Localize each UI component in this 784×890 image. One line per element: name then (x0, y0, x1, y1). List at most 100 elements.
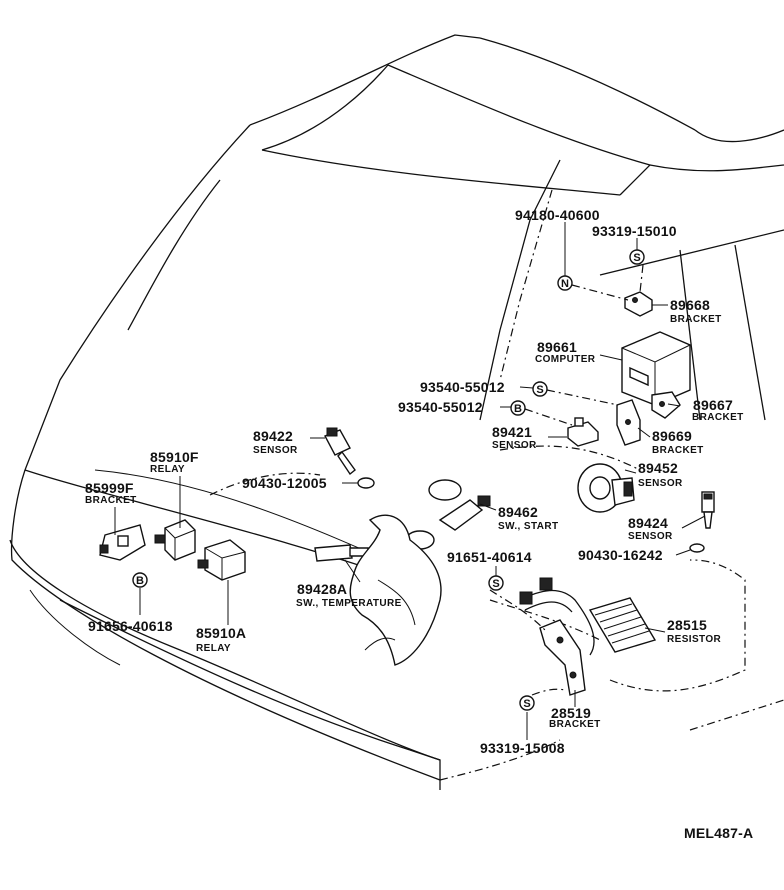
sensor-89422-shape (324, 427, 356, 476)
relay-85910A-shape (197, 539, 246, 581)
svg-text:85910A: 85910A (196, 625, 246, 641)
relay-85910F-shape (154, 519, 196, 561)
start-switch-89462-shape (405, 479, 491, 550)
washer-90430-16242-shape (689, 543, 705, 553)
svg-text:S: S (523, 698, 530, 710)
svg-text:S: S (492, 578, 499, 590)
svg-text:28515: 28515 (667, 617, 707, 633)
svg-text:S: S (536, 384, 543, 396)
svg-text:BRACKET: BRACKET (670, 314, 722, 325)
screw-symbol-93319-15010: S (629, 249, 645, 265)
svg-text:93319-15010: 93319-15010 (592, 223, 677, 239)
part-label-89422: 89422 SENSOR (253, 428, 298, 456)
svg-text:91656-40618: 91656-40618 (88, 618, 173, 634)
part-label-93540-55012-a: 93540-55012 (420, 379, 505, 395)
svg-text:89667: 89667 (693, 397, 733, 413)
part-label-91656-40618: 91656-40618 (88, 618, 173, 634)
svg-text:S: S (633, 252, 640, 264)
svg-text:BRACKET: BRACKET (549, 719, 601, 730)
svg-text:SENSOR: SENSOR (638, 478, 683, 489)
sensor-89424-shape (701, 491, 715, 529)
svg-text:85999F: 85999F (85, 480, 134, 496)
part-label-28515: 28515 RESISTOR (667, 617, 722, 645)
svg-text:28519: 28519 (551, 705, 591, 721)
bracket-89669-shape (616, 399, 641, 446)
svg-text:SENSOR: SENSOR (628, 531, 673, 542)
svg-text:94180-40600: 94180-40600 (515, 207, 600, 223)
svg-text:RESISTOR: RESISTOR (667, 634, 722, 645)
part-label-89452: 89452 SENSOR (638, 460, 683, 489)
svg-text:B: B (514, 403, 522, 415)
part-label-89424: 89424 SENSOR (628, 515, 673, 542)
bracket-85999F-shape (99, 524, 146, 561)
svg-text:SW., START: SW., START (498, 521, 558, 532)
svg-text:90430-12005: 90430-12005 (242, 475, 327, 491)
svg-text:SENSOR: SENSOR (492, 440, 537, 451)
bolt-symbol-93540-b: B (510, 400, 526, 416)
screw-symbol-91651: S (488, 575, 504, 591)
svg-text:91651-40614: 91651-40614 (447, 549, 532, 565)
svg-text:89424: 89424 (628, 515, 668, 531)
part-label-94180-40600: 94180-40600 (515, 207, 600, 223)
sensor-89452-shape (577, 463, 635, 513)
cooling-fan-shape (349, 514, 442, 666)
nut-symbol-94180: N (557, 275, 573, 291)
svg-text:N: N (561, 278, 569, 290)
bracket-28519-shape (539, 619, 586, 696)
svg-text:MEL487-A: MEL487-A (684, 825, 753, 841)
svg-text:89428A: 89428A (297, 581, 347, 597)
part-label-89669: 89669 BRACKET (652, 428, 704, 456)
svg-text:89452: 89452 (638, 460, 678, 476)
part-label-89421: 89421 SENSOR (492, 424, 537, 451)
part-label-85910A: 85910A RELAY (196, 625, 246, 654)
part-label-28519: 28519 BRACKET (549, 705, 601, 730)
car-body-outline (9, 34, 784, 790)
diagram-id-label: MEL487-A (684, 825, 753, 841)
washer-90430-12005-shape (357, 477, 375, 489)
svg-text:BRACKET: BRACKET (85, 495, 137, 506)
bolt-symbol-91656: B (132, 572, 148, 588)
bracket-89667-shape (651, 391, 681, 419)
svg-text:89669: 89669 (652, 428, 692, 444)
leader-lines (114, 222, 706, 740)
sensor-89421-shape (567, 417, 599, 447)
part-label-89667: 89667 BRACKET (692, 397, 744, 423)
part-label-89462: 89462 SW., START (498, 504, 558, 532)
svg-text:89661: 89661 (537, 339, 577, 355)
svg-text:RELAY: RELAY (196, 643, 231, 654)
part-label-85999F: 85999F BRACKET (85, 480, 137, 506)
part-label-89661: 89661 COMPUTER (535, 339, 596, 365)
part-label-89668: 89668 BRACKET (670, 297, 722, 325)
svg-text:B: B (136, 575, 144, 587)
computer-ecu-shape (621, 331, 691, 406)
screw-symbol-93319-15008: S (519, 695, 535, 711)
svg-text:RELAY: RELAY (150, 464, 185, 475)
svg-text:89668: 89668 (670, 297, 710, 313)
svg-text:93540-55012: 93540-55012 (398, 399, 483, 415)
part-label-91651-40614: 91651-40614 (447, 549, 532, 565)
svg-text:90430-16242: 90430-16242 (578, 547, 663, 563)
svg-text:COMPUTER: COMPUTER (535, 354, 596, 365)
part-label-93540-55012-b: 93540-55012 (398, 399, 483, 415)
resistor-28515-shape (588, 597, 657, 653)
svg-text:93319-15008: 93319-15008 (480, 740, 565, 756)
part-label-93319-15008: 93319-15008 (480, 740, 565, 756)
part-label-90430-12005: 90430-12005 (242, 475, 327, 491)
part-label-85910F: 85910F RELAY (150, 449, 199, 475)
svg-text:89421: 89421 (492, 424, 532, 440)
bracket-89668-shape (624, 291, 653, 317)
svg-text:93540-55012: 93540-55012 (420, 379, 505, 395)
svg-text:SENSOR: SENSOR (253, 445, 298, 456)
screw-symbol-93540-a: S (532, 381, 548, 397)
part-label-90430-16242: 90430-16242 (578, 547, 663, 563)
svg-text:89462: 89462 (498, 504, 538, 520)
wiring-harness-shape (519, 577, 595, 656)
svg-text:BRACKET: BRACKET (692, 412, 744, 423)
svg-text:BRACKET: BRACKET (652, 445, 704, 456)
part-label-93319-15010: 93319-15010 (592, 223, 677, 239)
svg-text:SW., TEMPERATURE: SW., TEMPERATURE (296, 598, 402, 609)
part-label-89428A: 89428A SW., TEMPERATURE (296, 581, 402, 609)
svg-text:85910F: 85910F (150, 449, 199, 465)
svg-text:89422: 89422 (253, 428, 293, 444)
